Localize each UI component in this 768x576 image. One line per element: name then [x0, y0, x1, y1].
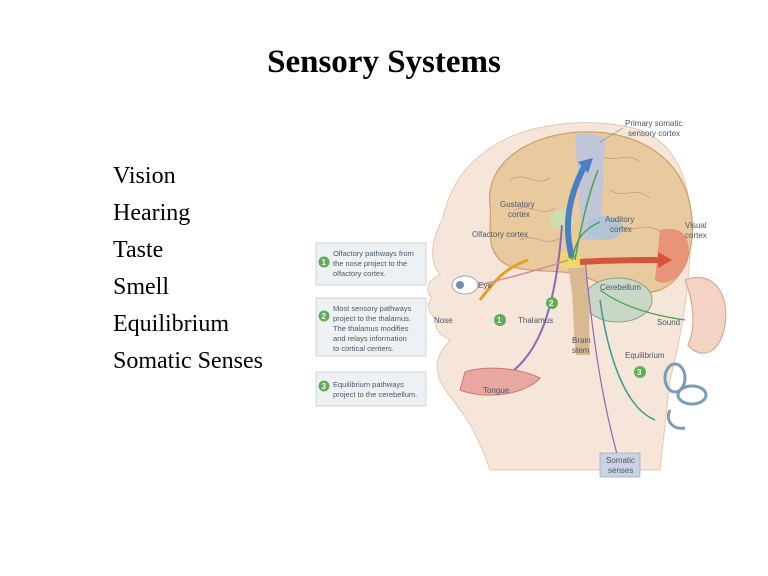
label-primary-somatic-2: sensory cortex [628, 129, 680, 138]
step-box-1: 1 Olfactory pathways from the nose proje… [315, 242, 427, 286]
label-nose: Nose [434, 316, 453, 325]
step-box-3: 3 Equilibrium pathways project to the ce… [315, 371, 427, 407]
label-cerebellum: Cerebellum [600, 283, 641, 292]
label-somatic-1: Somatic [606, 456, 635, 465]
label-thalamus: Thalamus [518, 316, 553, 325]
sense-list: Vision Hearing Taste Smell Equilibrium S… [113, 158, 263, 380]
svg-text:Olfactory pathways from: Olfactory pathways from [333, 249, 414, 258]
sensory-pathways-diagram: Primary somatic sensory cortex Gustatory… [300, 110, 740, 490]
svg-text:olfactory cortex.: olfactory cortex. [333, 269, 386, 278]
olfactory-pathway [478, 258, 529, 301]
somatic-cortex-region [575, 133, 605, 240]
red-arrowhead [658, 252, 672, 268]
blue-pathway-arrow [564, 163, 588, 259]
sense-item-taste: Taste [113, 237, 164, 263]
label-visual-1: Visual [685, 221, 707, 230]
svg-text:The thalamus modifies: The thalamus modifies [333, 324, 409, 333]
label-equilibrium: Equilibrium [625, 351, 665, 360]
marker-1-text: 1 [497, 316, 502, 325]
auditory-cortex-region [587, 216, 623, 240]
svg-text:and relays information: and relays information [333, 334, 407, 343]
green-pathway-2 [571, 221, 601, 261]
label-olfactory: Olfactory cortex [472, 230, 528, 239]
svg-text:2: 2 [322, 312, 327, 321]
label-primary-somatic-1: Primary somatic [625, 119, 682, 128]
sense-item-vision: Vision [113, 163, 176, 189]
marker-2 [546, 297, 558, 309]
marker-3 [634, 366, 646, 378]
svg-text:the nose project to the: the nose project to the [333, 259, 407, 268]
eye-iris [456, 281, 464, 289]
svg-text:Equilibrium pathways: Equilibrium pathways [333, 380, 404, 389]
label-brain-stem-2: stem [572, 346, 590, 355]
ear [684, 276, 727, 354]
marker-2-text: 2 [549, 299, 554, 308]
label-tongue: Tongue [483, 386, 510, 395]
svg-text:Most sensory pathways: Most sensory pathways [333, 304, 412, 313]
svg-text:project to the thalamus.: project to the thalamus. [333, 314, 411, 323]
eye [451, 275, 479, 295]
red-pathway-arrow [579, 257, 661, 265]
marker-3-text: 3 [637, 368, 642, 377]
tongue [459, 367, 541, 396]
label-brain-stem-1: Brain [572, 336, 591, 345]
somatic-senses-box [599, 452, 641, 478]
label-auditory-1: Auditory [605, 215, 634, 224]
svg-text:project to the cerebellum.: project to the cerebellum. [333, 390, 417, 399]
somatic-pathway [584, 259, 619, 459]
label-eye: Eye [478, 281, 492, 290]
sound-pathway [599, 289, 686, 321]
brain-stem [568, 268, 590, 355]
label-auditory-2: cortex [610, 225, 632, 234]
label-visual-2: cortex [685, 231, 707, 240]
slide-title: Sensory Systems [267, 44, 501, 80]
marker-1 [494, 314, 506, 326]
blue-arrowhead [578, 158, 593, 173]
svg-text:3: 3 [322, 382, 327, 391]
step-box-2: 2 Most sensory pathways project to the t… [315, 297, 427, 357]
visual-cortex-region [655, 228, 689, 283]
teal-equilibrium-pathway [599, 299, 656, 421]
sense-item-hearing: Hearing [113, 200, 191, 226]
label-somatic-2: senses [608, 466, 633, 475]
svg-text:to cortical centers.: to cortical centers. [333, 344, 394, 353]
label-gustatory-2: cortex [508, 210, 530, 219]
svg-text:1: 1 [322, 258, 327, 267]
sense-item-smell: Smell [113, 274, 170, 300]
green-pathway-1 [574, 169, 599, 261]
inner-ear-canals [663, 362, 708, 430]
sense-item-somatic: Somatic Senses [113, 348, 263, 374]
label-gustatory-1: Gustatory [500, 200, 535, 209]
sense-item-equilibrium: Equilibrium [113, 311, 229, 337]
leader-primary-somatic [599, 127, 624, 143]
label-sound: Sound [657, 318, 680, 327]
